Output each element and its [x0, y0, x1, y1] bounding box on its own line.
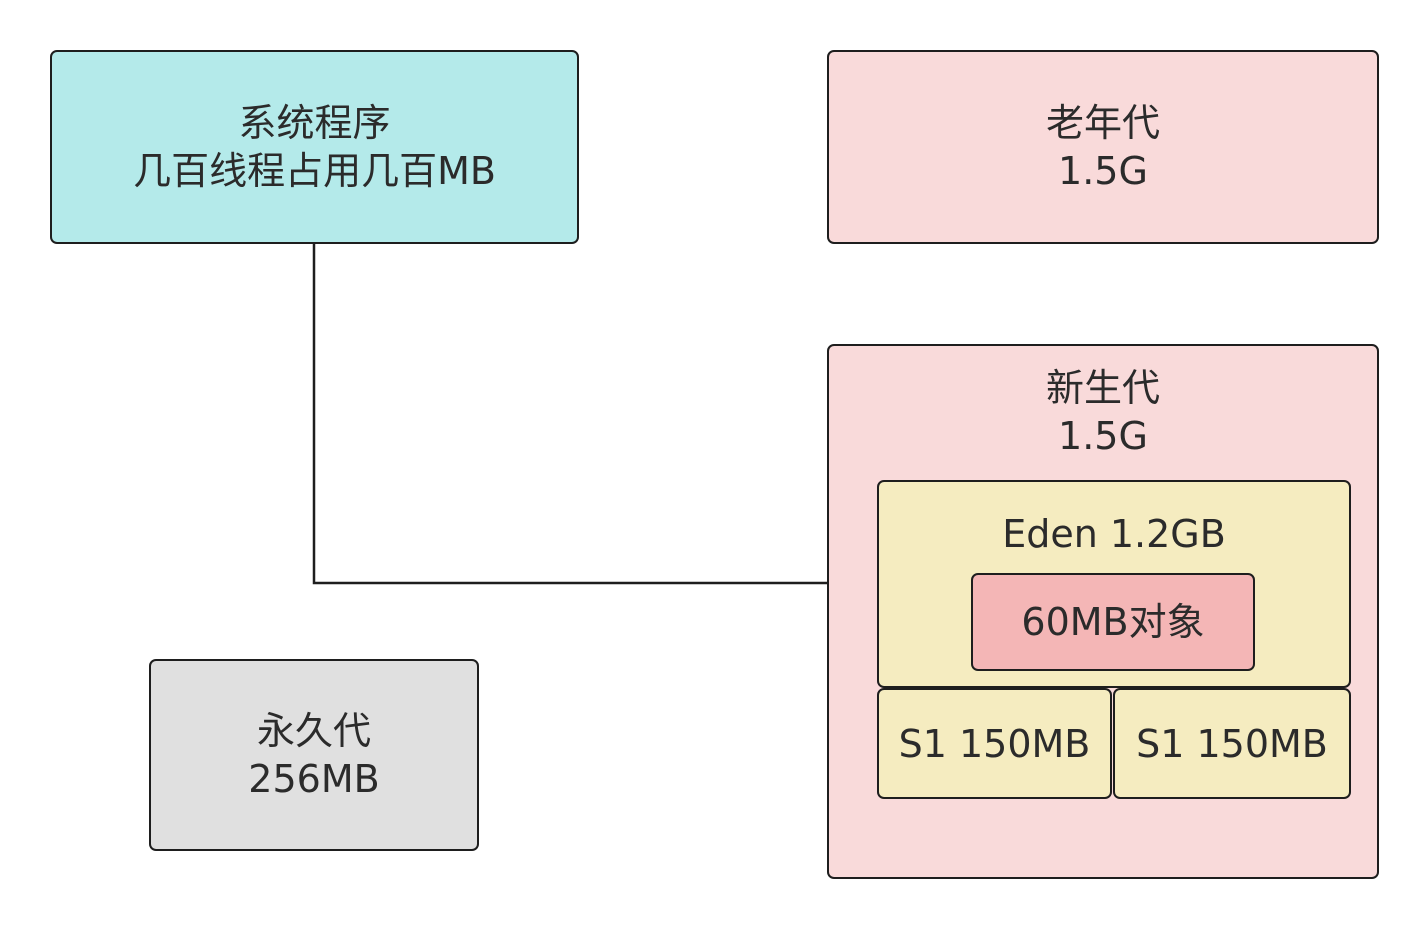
- connector-line: [312, 244, 856, 585]
- young-generation-title: 新生代: [1045, 366, 1160, 410]
- permanent-generation-size: 256MB: [248, 757, 380, 801]
- object-label: 60MB对象: [1021, 600, 1205, 644]
- survivor-label-2: S1 150MB: [1136, 721, 1328, 766]
- survivor-box-1[interactable]: S1 150MB: [877, 688, 1112, 799]
- eden-header: Eden 1.2GB: [879, 510, 1349, 558]
- permanent-generation-title: 永久代: [256, 709, 371, 753]
- old-generation-title: 老年代: [1045, 101, 1160, 145]
- object-box[interactable]: 60MB对象: [971, 573, 1255, 671]
- eden-label: Eden 1.2GB: [1002, 512, 1226, 556]
- survivor-label-1: S1 150MB: [898, 721, 1091, 766]
- old-generation-box[interactable]: 老年代 1.5G: [827, 50, 1379, 244]
- permanent-generation-box[interactable]: 永久代 256MB: [149, 659, 479, 851]
- system-program-title: 系统程序: [238, 101, 391, 145]
- old-generation-size: 1.5G: [1058, 149, 1148, 193]
- system-program-detail: 几百线程占用几百MB: [133, 149, 496, 193]
- young-generation-header: 新生代 1.5G: [829, 364, 1377, 460]
- system-program-box[interactable]: 系统程序 几百线程占用几百MB: [50, 50, 579, 244]
- survivor-box-2[interactable]: S1 150MB: [1113, 688, 1351, 799]
- young-generation-size: 1.5G: [1058, 414, 1148, 458]
